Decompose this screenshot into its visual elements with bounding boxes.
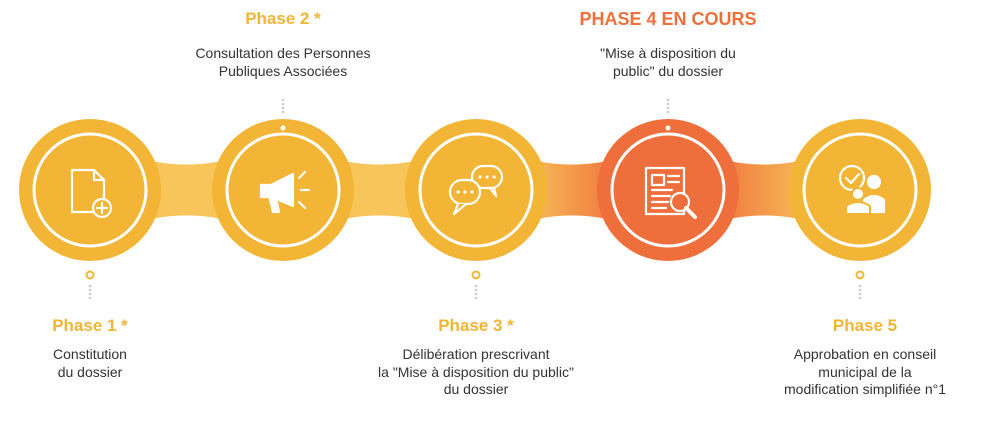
megaphone-icon <box>259 170 311 214</box>
approved-group-icon <box>838 164 886 215</box>
phase-1-node <box>19 119 161 300</box>
leader-dot <box>474 292 478 296</box>
person-body <box>845 201 871 215</box>
leader-dot <box>88 296 92 300</box>
phase-1-desc-line: du dossier <box>57 363 123 380</box>
person-head <box>851 187 865 201</box>
leader-dot <box>666 98 670 102</box>
leader-marker <box>85 270 95 280</box>
doc-outline <box>70 168 106 214</box>
leader-dot <box>474 288 478 292</box>
leader-marker <box>663 123 673 133</box>
phase-4-desc-line: public" du dossier <box>612 62 724 79</box>
phase-3-node <box>405 119 547 300</box>
report-image <box>650 173 666 187</box>
phase-3-desc-line: la "Mise à disposition du public" <box>378 363 574 380</box>
check-circle <box>838 164 866 192</box>
phase-5-node <box>789 119 931 300</box>
person-head <box>866 174 882 190</box>
typing-dot <box>456 190 460 194</box>
phase-4-description: "Mise à disposition du public" du dossie… <box>600 45 736 80</box>
leader-dot <box>88 284 92 288</box>
typing-dot <box>485 175 489 179</box>
phase-2-description: Consultation des Personnes Publiques Ass… <box>195 45 370 80</box>
document-add-icon <box>70 168 113 219</box>
phase-2-desc-line: Consultation des Personnes <box>195 45 371 61</box>
phase-1-desc-line: Constitution <box>53 346 127 362</box>
phase-5-desc-line: Approbation en conseil <box>793 346 937 362</box>
phase-2-title: Phase 2 * <box>245 9 321 28</box>
check-mark <box>844 172 861 185</box>
typing-dot <box>492 175 496 179</box>
leader-dot <box>281 98 285 102</box>
leader-dot <box>858 284 862 288</box>
phase-3-title: Phase 3 * <box>438 316 514 335</box>
leader-dot <box>281 102 285 106</box>
phase-5-desc-line: municipal de la <box>818 363 912 380</box>
bubble-front-tail <box>452 202 468 216</box>
horn-handle <box>267 194 281 214</box>
phase-inner-circle <box>32 132 148 248</box>
leader-dot <box>281 106 285 110</box>
leader-dot <box>858 288 862 292</box>
report-sheet <box>644 166 686 216</box>
phase-5-description: Approbation en conseil municipal de la m… <box>784 346 946 399</box>
bubble-back-tail <box>488 186 498 198</box>
phase-4-title: PHASE 4 EN COURS <box>579 9 757 29</box>
typing-dot <box>470 190 474 194</box>
leader-marker <box>278 123 288 133</box>
leader-dot <box>474 284 478 288</box>
chat-bubbles-icon <box>448 164 504 216</box>
leader-dot <box>858 296 862 300</box>
leader-dot <box>858 292 862 296</box>
plus-mark <box>95 201 109 215</box>
leader-dot <box>666 106 670 110</box>
document-search-icon <box>644 166 697 219</box>
report-lines <box>650 174 681 210</box>
leader-marker <box>855 270 865 280</box>
phase-3-description: Délibération prescrivant la "Mise à disp… <box>378 346 574 399</box>
phase-2-desc-line: Publiques Associées <box>218 62 348 79</box>
phase-4-node <box>597 98 739 261</box>
leader-dot <box>666 110 670 114</box>
leader-dot <box>666 102 670 106</box>
leader-dot <box>281 110 285 114</box>
phase-3-desc-line: Délibération prescrivant <box>402 346 550 362</box>
leader-dot <box>474 296 478 300</box>
phase-4-desc-line: "Mise à disposition du <box>600 45 736 61</box>
phase-3-desc-line: du dossier <box>443 381 509 397</box>
leader-dot <box>88 288 92 292</box>
phase-5-title: Phase 5 <box>832 316 898 335</box>
leader-dot <box>88 292 92 296</box>
horn-back <box>259 183 272 199</box>
leader-marker <box>471 270 481 280</box>
phase-5-desc-line: modification simplifiée n°1 <box>783 381 947 397</box>
magnifier-handle <box>684 206 697 219</box>
phase-1-description: Constitution du dossier <box>53 346 127 381</box>
phase-2-node <box>212 98 354 261</box>
bubble-back <box>470 164 504 190</box>
sound-lines <box>297 170 311 210</box>
doc-fold <box>92 168 106 182</box>
typing-dot <box>478 175 482 179</box>
phase-1-title: Phase 1 * <box>52 316 128 335</box>
magnifier-lens <box>669 191 691 213</box>
typing-dot <box>463 190 467 194</box>
